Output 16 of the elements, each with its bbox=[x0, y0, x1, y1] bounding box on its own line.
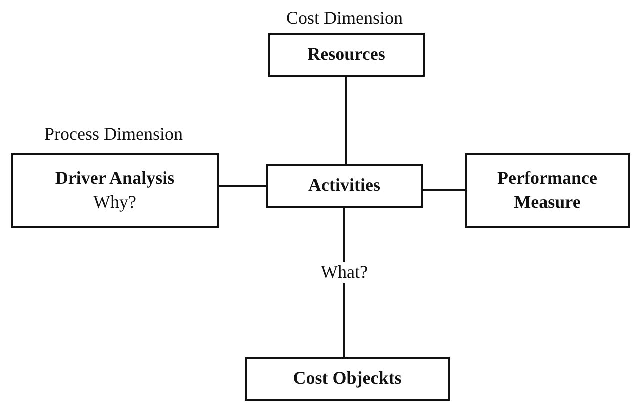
box-title: Activities bbox=[308, 174, 380, 198]
process-box bbox=[11, 153, 219, 228]
connector-line bbox=[219, 185, 266, 187]
connector-line bbox=[346, 77, 348, 164]
process-box bbox=[266, 164, 423, 208]
box-title: Driver Analysis bbox=[55, 167, 175, 190]
connector-line bbox=[423, 190, 465, 192]
box-subtitle: Why? bbox=[94, 190, 136, 214]
process-box bbox=[245, 357, 450, 401]
process-box bbox=[268, 33, 425, 77]
dimension-heading: Process Dimension bbox=[44, 124, 183, 145]
process-box bbox=[465, 153, 630, 228]
box-title: Cost Objeckts bbox=[293, 367, 402, 390]
box-title: Resources bbox=[308, 43, 386, 66]
box-title: Performance Measure bbox=[496, 167, 598, 214]
dimension-heading: Cost Dimension bbox=[286, 8, 404, 29]
